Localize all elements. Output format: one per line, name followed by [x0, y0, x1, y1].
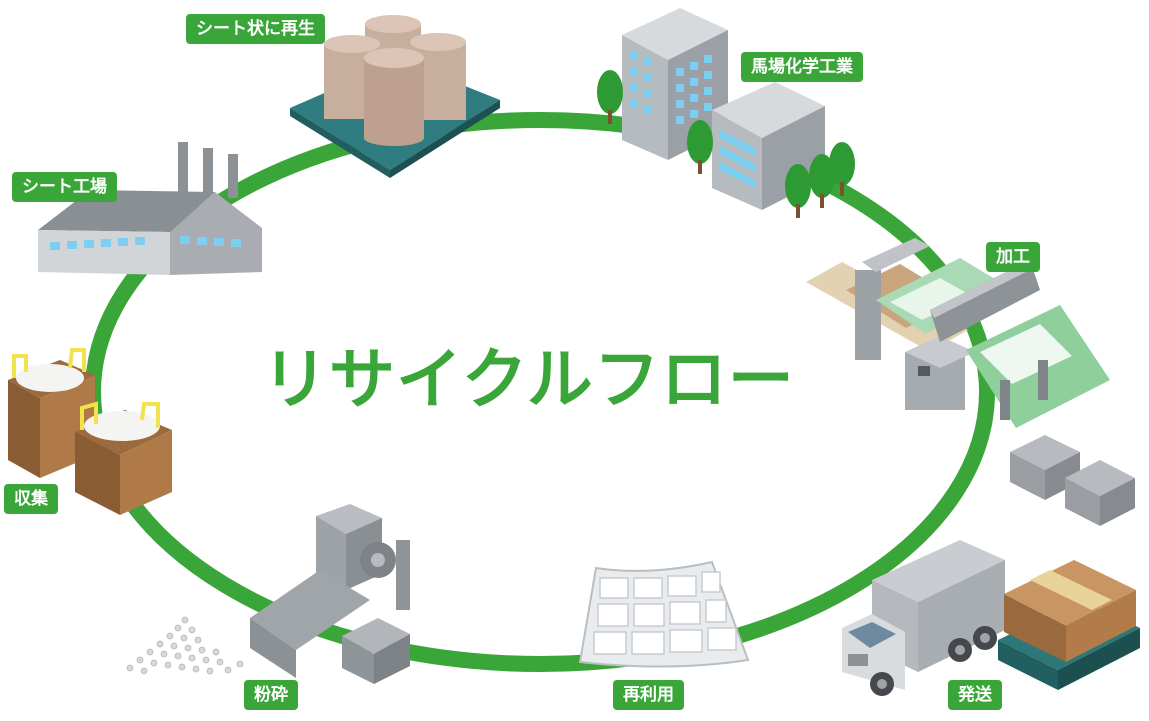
- crusher-machine-icon: [250, 504, 410, 684]
- step-label-reuse: 再利用: [613, 680, 684, 710]
- stacked-trays-icon: [1010, 435, 1135, 526]
- step-label-crushing: 粉砕: [244, 680, 298, 710]
- step-label-processing: 加工: [986, 242, 1040, 272]
- factory-icon: [38, 142, 262, 275]
- diagram-title: リサイクルフロー: [262, 341, 795, 418]
- grid-sheet-icon: [578, 560, 750, 668]
- step-label-sheet-regeneration: シート状に再生: [186, 14, 325, 44]
- bulk-bag-icon: [8, 348, 172, 515]
- tree-icon: [597, 70, 855, 218]
- step-label-shipping: 発送: [948, 680, 1002, 710]
- step-label-sheet-factory: シート工場: [12, 172, 117, 202]
- pellets-icon: [126, 616, 244, 675]
- truck-icon: [842, 540, 1005, 696]
- office-building-icon: [622, 8, 825, 210]
- step-label-company: 馬場化学工業: [741, 52, 863, 82]
- pallet-boxes-icon: [998, 560, 1140, 690]
- step-label-collection: 収集: [4, 484, 58, 514]
- storage-tanks-icon: [290, 15, 500, 178]
- processing-machine-icon: [806, 238, 1110, 428]
